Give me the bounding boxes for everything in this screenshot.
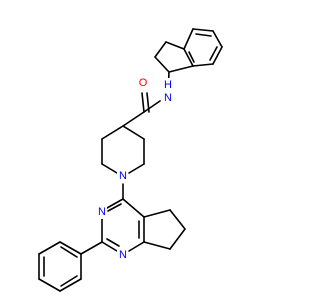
bond [122,125,145,140]
bond [101,241,118,252]
label-background [96,205,107,219]
amide-nitrogen-label: N [164,92,172,104]
bond [143,100,161,113]
label-background [162,91,173,105]
bond [106,198,124,209]
amide-nh-hydrogen-label: H [164,79,172,91]
bond [169,209,186,230]
bond [168,65,194,73]
label-background [117,248,128,262]
bond [212,46,223,65]
bond [169,228,186,250]
bond [128,163,145,174]
bond [128,241,145,252]
amide-oxygen-label: O [139,77,148,89]
bond [101,163,118,174]
bond [209,46,218,61]
bond [141,92,145,113]
bond [154,41,167,58]
bond [38,278,61,292]
bond [106,238,120,247]
bond [212,30,223,48]
bond [192,28,214,32]
bond [122,198,145,218]
pyrimidine-n1-label: N [119,249,127,261]
label-background [117,169,128,183]
bond [60,246,78,258]
bond [60,275,78,287]
bond [146,92,150,113]
bond [154,56,170,73]
bond [143,209,171,218]
bond [183,48,194,67]
bond [188,51,195,63]
bond [38,241,61,255]
atom-label-layer: O H N N N N [96,76,173,262]
bond [59,278,82,292]
bond [195,33,212,37]
bond [183,28,194,50]
label-background [162,78,173,91]
bond [59,241,82,255]
bond [107,203,122,212]
bond [192,63,214,67]
piperidine-nitrogen-label: N [119,170,127,182]
pyrimidine-n3-label: N [98,206,106,218]
molecule-structure: O H N N N N [38,28,223,292]
bond [80,241,103,255]
label-background [137,76,148,90]
bond [165,41,185,50]
bond [101,125,124,140]
bond-layer [38,28,223,292]
bond [122,111,145,127]
bond [143,241,171,250]
